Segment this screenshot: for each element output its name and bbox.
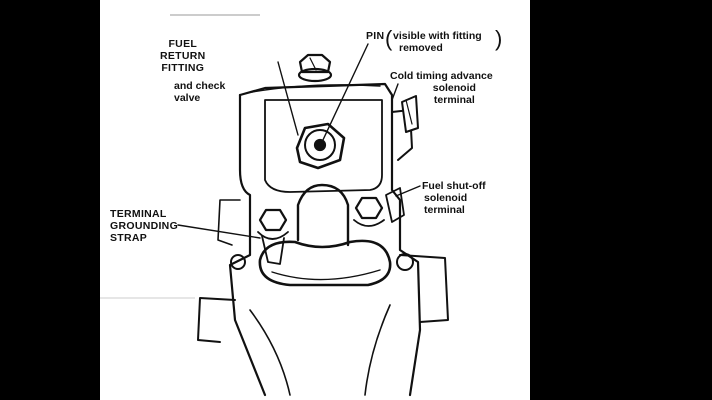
label-pin-prefix: PIN	[366, 30, 385, 42]
label-line: solenoid	[424, 192, 468, 204]
leader-fuel-return	[277, 61, 299, 136]
paren-close: )	[495, 26, 503, 51]
fitting-bore	[313, 138, 327, 152]
label-line: and check	[174, 80, 226, 92]
leader-pin	[321, 43, 369, 143]
label-line: FUEL	[168, 38, 198, 50]
hex-fitting	[295, 122, 346, 170]
shutoff-tab	[385, 187, 405, 223]
label-pin-paren-open: (	[385, 27, 392, 51]
label-check-valve: and check valve	[174, 80, 225, 104]
housing-top-ridge	[251, 84, 381, 93]
label-line: STRAP	[110, 232, 148, 244]
leader-grounding	[177, 224, 261, 239]
right-terminal-nut	[354, 196, 384, 220]
upper-inner-panel	[264, 99, 383, 193]
leader-cold-timing	[391, 83, 399, 101]
label-line: valve	[174, 92, 201, 104]
lower-saddle	[258, 239, 392, 287]
label-line: RETURN	[160, 50, 206, 62]
fitting-outer-ring	[304, 129, 336, 161]
label-line: GROUNDING	[110, 220, 179, 232]
pump-housing-right	[238, 82, 422, 397]
label-line: terminal	[424, 204, 465, 216]
label-line: Cold timing advance	[390, 70, 493, 82]
label-pin-paren-close: )	[495, 27, 502, 51]
right-side-bolt	[396, 253, 414, 271]
label-fuel-shutoff: Fuel shut-off solenoid terminal	[422, 180, 486, 216]
left-mount	[197, 297, 236, 343]
label-line: visible with fitting	[393, 30, 482, 42]
label-line: removed	[399, 42, 443, 54]
label-line: terminal	[433, 94, 475, 106]
label-terminal-grounding-strap: TERMINAL GROUNDING STRAP	[110, 208, 178, 244]
label-line: TERMINAL	[110, 208, 167, 220]
label-line: Fuel shut-off	[422, 180, 486, 192]
label-line: FITTING	[161, 62, 205, 74]
label-line: solenoid	[432, 82, 476, 94]
grounding-strap	[261, 235, 285, 265]
pump-housing-outline	[228, 93, 267, 397]
paren-open: (	[385, 26, 393, 51]
right-mount	[399, 254, 449, 323]
central-neck	[296, 183, 350, 247]
label-pin-detail: visible with fitting removed	[393, 30, 482, 54]
leader-fuel-shutoff	[395, 185, 421, 197]
label-fuel-return-fitting: FUEL RETURN FITTING	[160, 38, 206, 74]
left-side-bolt	[230, 254, 246, 270]
label-pin: PIN	[366, 30, 384, 42]
diagram-sheet: FUEL RETURN FITTING and check valve PIN …	[100, 0, 530, 400]
injection-pump-drawing	[100, 14, 449, 397]
left-terminal-nut	[258, 208, 288, 232]
label-cold-timing-advance: Cold timing advance solenoid terminal	[390, 70, 493, 106]
